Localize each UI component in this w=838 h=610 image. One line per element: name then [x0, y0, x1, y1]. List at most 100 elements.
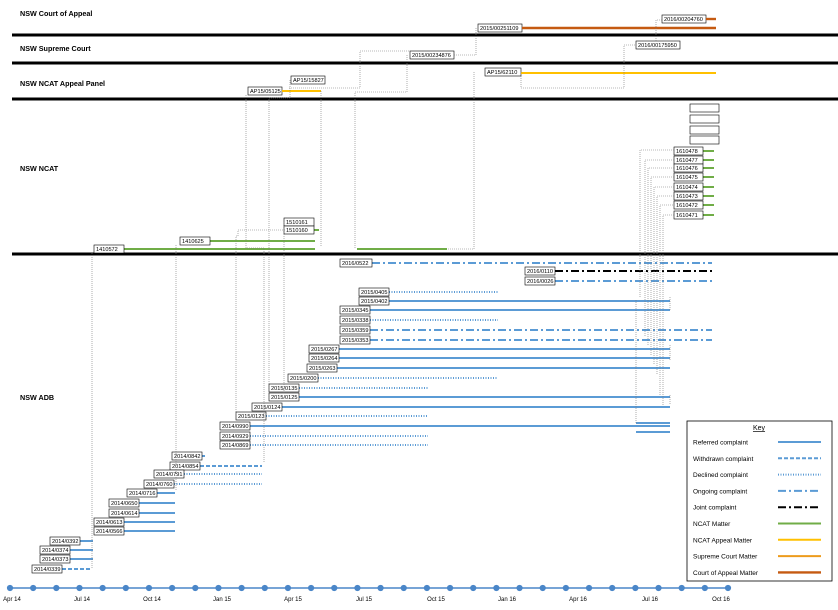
matter-label: 2015/0267 [311, 347, 337, 353]
matter-2015-0405[interactable]: 2015/0405 [358, 287, 390, 297]
matter-2015-0345[interactable]: 2015/0345 [339, 305, 371, 315]
matter-label-box [126, 488, 158, 498]
matter-label-box [108, 498, 140, 508]
legend-item-referred-complaint: Referred complaint [693, 440, 821, 447]
matter-label: 2014/0929 [222, 434, 248, 440]
timeline-dot [354, 584, 361, 592]
matter-2014-0392[interactable]: 2014/0392 [49, 536, 81, 546]
matter-label-box [290, 75, 326, 85]
matter-label-box [358, 287, 390, 297]
matter-1610476[interactable]: 1610476 [673, 163, 704, 173]
matter-2015-0200[interactable]: 2015/0200 [287, 373, 319, 383]
matter-2014-0374[interactable]: 2014/0374 [39, 545, 71, 555]
matter-2014-0990[interactable]: 2014/0990 [219, 421, 251, 431]
matter-1610475[interactable]: 1610475 [673, 172, 704, 182]
lane-label-nsw-supreme-court: NSW Supreme Court [20, 44, 91, 53]
matter-label-box [339, 315, 371, 325]
matter-label-box [673, 146, 704, 156]
matter-2015-0123[interactable]: 2015/0123 [235, 411, 267, 421]
matter-label-box [143, 479, 175, 489]
matter-1610473[interactable]: 1610473 [673, 191, 704, 201]
matter-label-box [169, 461, 201, 471]
matter-1410625[interactable]: 1410625 [179, 236, 211, 246]
matter-label: 2014/0614 [111, 511, 137, 517]
matter-2014-0614[interactable]: 2014/0614 [108, 508, 140, 518]
legend-item-declined-complaint: Declined complaint [693, 472, 821, 479]
matter-1610477[interactable]: 1610477 [673, 155, 704, 165]
timeline-dot [516, 584, 523, 592]
matter-ap15-15827[interactable]: AP15/15827 [290, 75, 326, 85]
connector-line-8 [354, 55, 408, 249]
matter-2015-0359[interactable]: 2015/0359 [339, 325, 371, 335]
matter-2014-0791[interactable]: 2014/0791 [153, 469, 185, 479]
matter-label: 2014/0869 [222, 443, 248, 449]
matter-2015-0264[interactable]: 2015/0264 [308, 353, 340, 363]
matter-2014-0373[interactable]: 2014/0373 [39, 554, 71, 564]
matter-2015-0353[interactable]: 2015/0353 [339, 335, 371, 345]
timeline-dot [400, 584, 407, 592]
matter-label-box [39, 554, 71, 564]
connector-line-9 [454, 28, 477, 56]
axis-tick-jul-15: Jul 15 [356, 597, 373, 603]
matter-2015-00251109[interactable]: 2015/00251109 [477, 23, 523, 33]
matter-1610474[interactable]: 1610474 [673, 182, 704, 192]
connector-line-3 [235, 229, 286, 414]
matter-2014-0760[interactable]: 2014/0760 [143, 479, 175, 489]
matter-2014-0650[interactable]: 2014/0650 [108, 498, 140, 508]
legend-item-label: Supreme Court Matter [693, 554, 758, 561]
matter-2016-00204760[interactable]: 2016/00204760 [661, 14, 707, 24]
matter-1610478[interactable]: 1610478 [673, 146, 704, 156]
matter-label: 1610473 [676, 194, 698, 200]
matter-2014-0566[interactable]: 2014/0566 [93, 526, 125, 536]
matter-label: 2014/0650 [111, 501, 137, 507]
matter-2014-0339[interactable]: 2014/0339 [31, 564, 63, 574]
timeline-dot [122, 584, 129, 592]
matter-2014-0854[interactable]: 2014/0854 [169, 461, 201, 471]
matter-2015-0402[interactable]: 2015/0402 [358, 296, 390, 306]
matter-2014-0869[interactable]: 2014/0869 [219, 440, 251, 450]
matter-label-box [306, 363, 338, 373]
timeline-dot [446, 584, 454, 592]
matter-2016-00175950[interactable]: 2016/00175950 [635, 40, 681, 50]
axis-tick-jul-14: Jul 14 [74, 597, 91, 603]
matter-2014-0929[interactable]: 2014/0929 [219, 431, 251, 441]
matter-label-box [635, 40, 681, 50]
matter-2015-0338[interactable]: 2015/0338 [339, 315, 371, 325]
matter-2015-0267[interactable]: 2015/0267 [308, 344, 340, 354]
matter-label-box [358, 296, 390, 306]
timeline-dot [307, 584, 315, 592]
matter-2016-0522[interactable]: 2016/0522 [339, 258, 373, 268]
matter-label: 2014/0339 [34, 567, 60, 573]
matter-1510160[interactable]: 1510160 [283, 225, 315, 235]
matter-label: 2016/0026 [527, 279, 553, 285]
matter-label: 2014/0613 [96, 520, 122, 526]
matter-2014-0842[interactable]: 2014/0842 [171, 451, 203, 461]
matter-label-box [339, 305, 371, 315]
lane-label-nsw-ncat: NSW NCAT [20, 164, 59, 173]
connector-line-19 [659, 204, 674, 395]
matter-2014-0613[interactable]: 2014/0613 [93, 517, 125, 527]
timeline-dot [284, 584, 292, 592]
matter-1410572[interactable]: 1410572 [93, 244, 125, 254]
matter-label-box [108, 508, 140, 518]
matter-2015-00234876[interactable]: 2015/00234876 [409, 50, 455, 60]
matter-label: 1610471 [676, 213, 698, 219]
matter-ap15-05125[interactable]: AP15/05125 [247, 86, 283, 96]
matter-ap15-62110[interactable]: AP15/62110 [484, 67, 522, 77]
matter-1610472[interactable]: 1610472 [673, 200, 704, 210]
legend-item-ongoing-complaint: Ongoing complaint [693, 488, 821, 495]
matter-label: 2014/0990 [222, 424, 248, 430]
matter-2015-0263[interactable]: 2015/0263 [306, 363, 338, 373]
connector-line-2 [245, 95, 265, 462]
matter-1510161[interactable]: 1510161 [283, 217, 315, 227]
matter-label: 2015/0123 [238, 414, 264, 420]
matter-label: AP15/15827 [293, 78, 324, 84]
matter-2015-0124[interactable]: 2015/0124 [251, 402, 283, 412]
matter-2015-0125[interactable]: 2015/0125 [268, 392, 300, 402]
matter-2016-0110[interactable]: 2016/0110 [524, 266, 556, 276]
matter-2014-0716[interactable]: 2014/0716 [126, 488, 158, 498]
matter-2016-0026[interactable]: 2016/0026 [524, 276, 556, 286]
matter-1610471[interactable]: 1610471 [673, 210, 704, 220]
matter-label: 2014/0854 [172, 464, 198, 470]
